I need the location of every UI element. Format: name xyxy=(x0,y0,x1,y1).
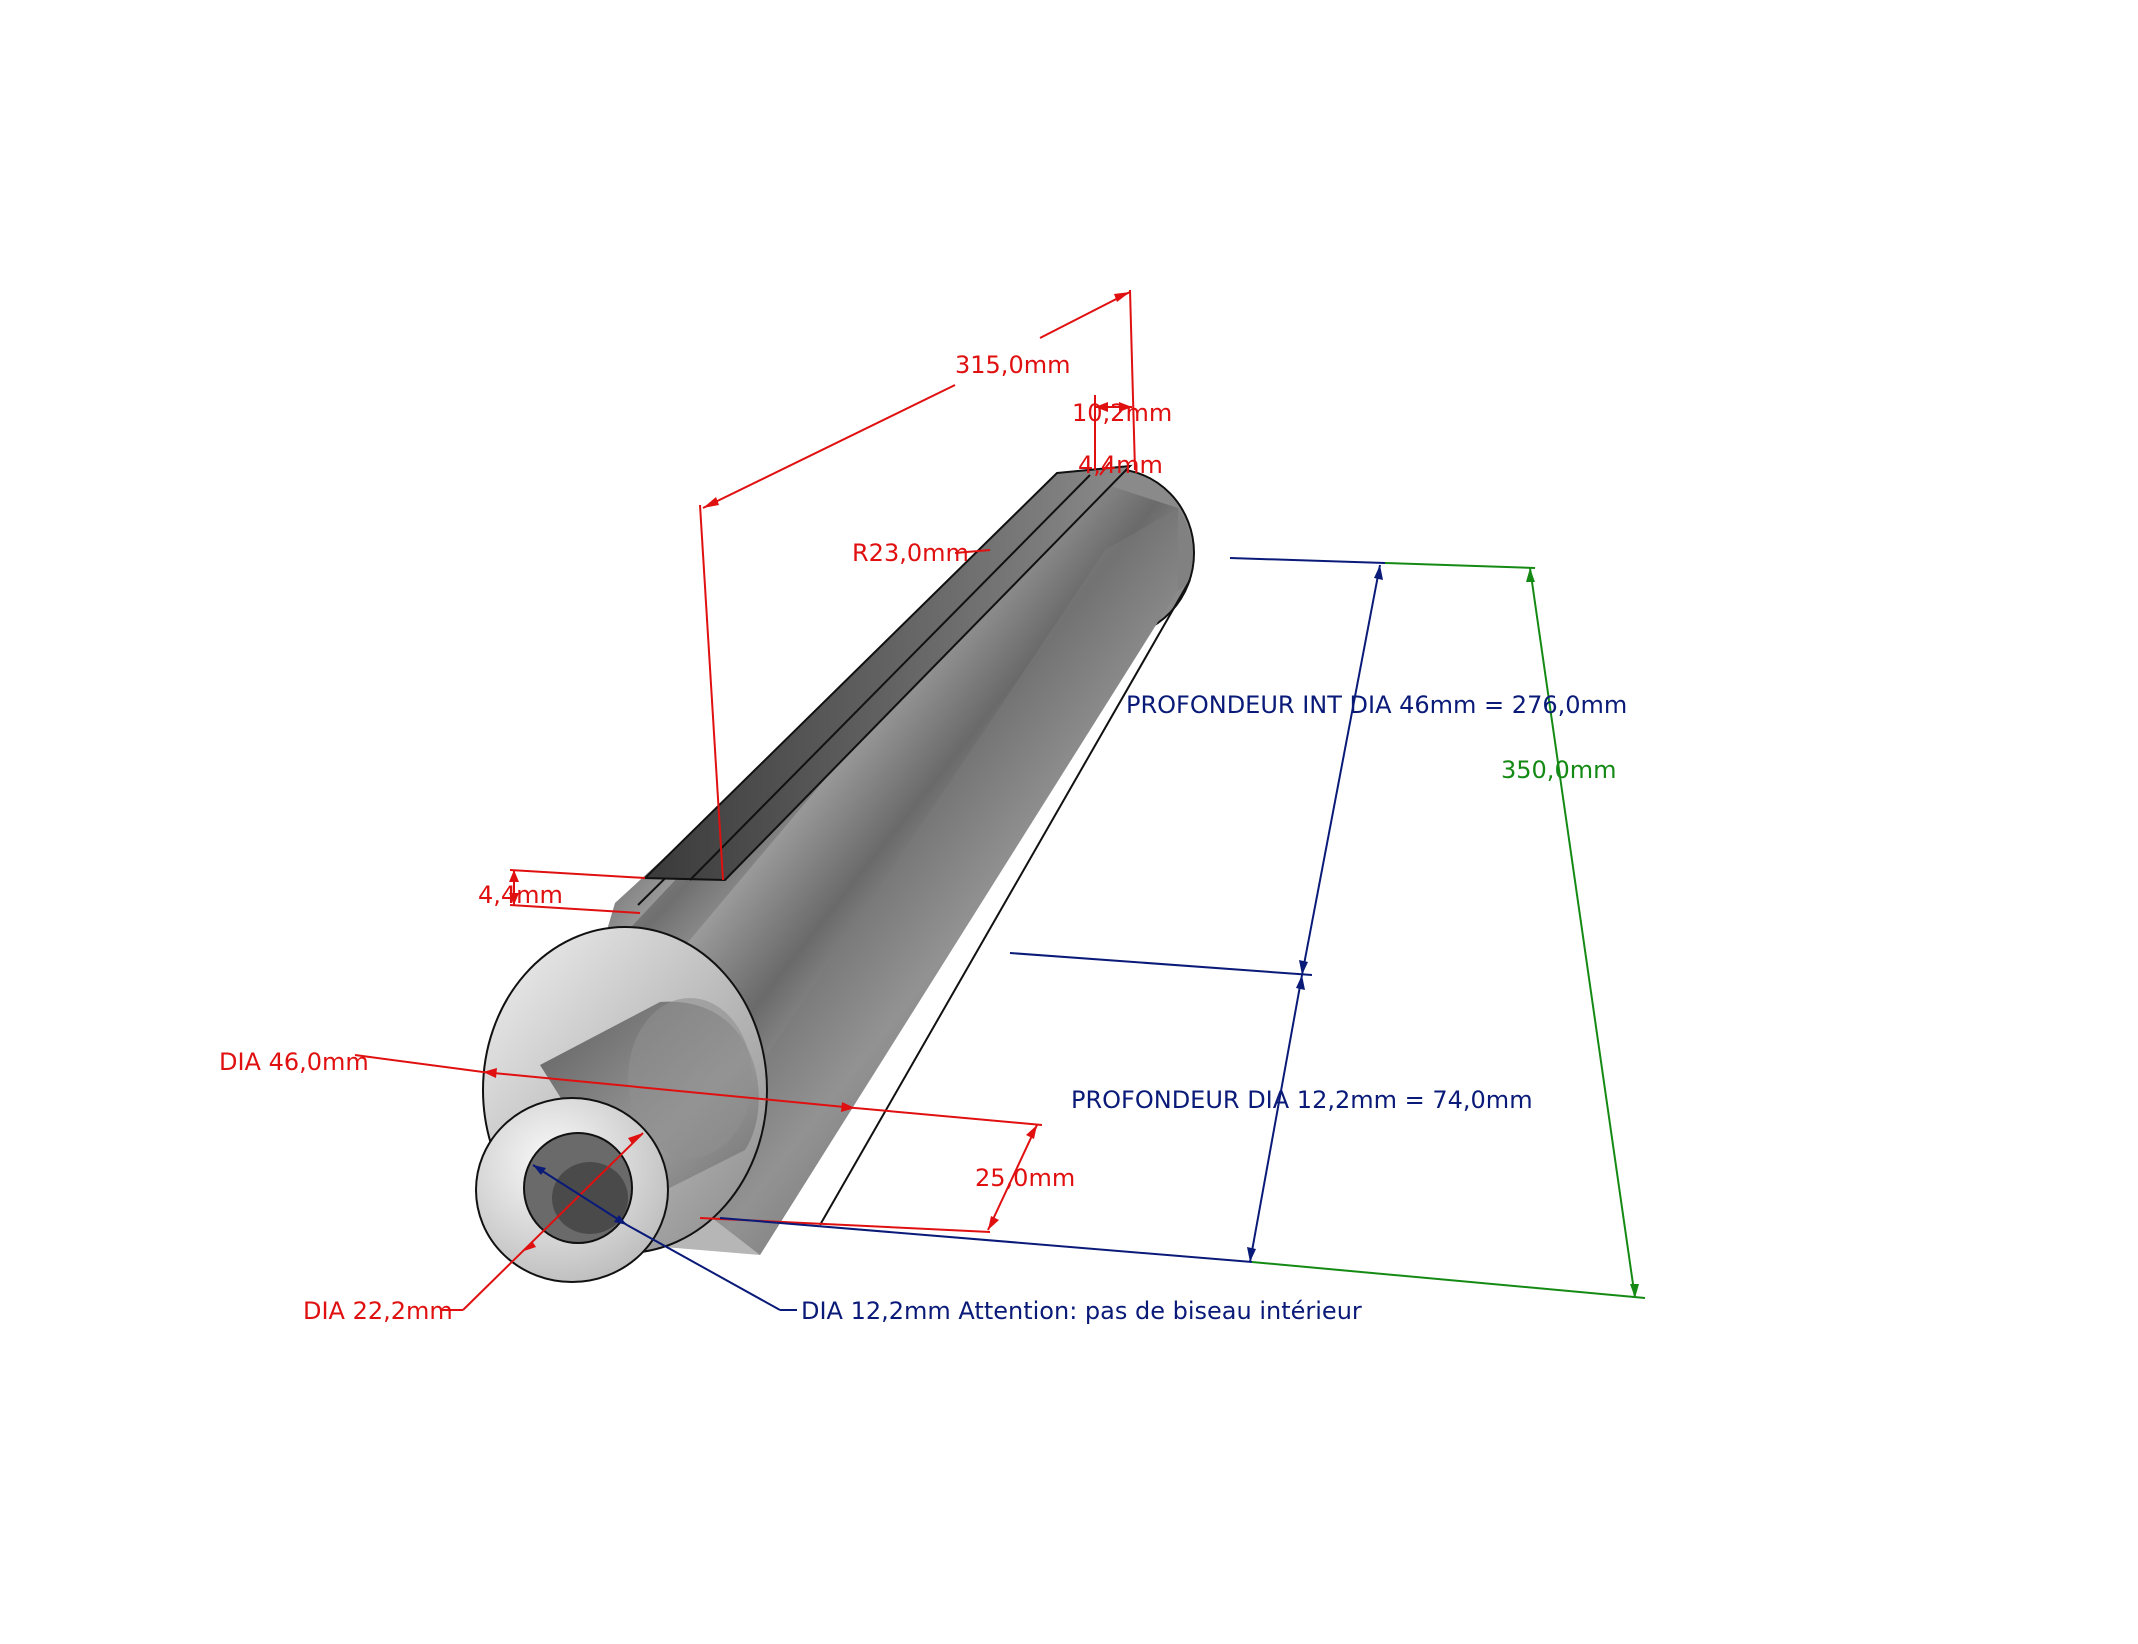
label-depth-int-46: PROFONDEUR INT DIA 46mm = 276,0mm xyxy=(1126,691,1627,719)
label-slot-depth-front: 4,4mm xyxy=(478,881,563,909)
label-depth-12: PROFONDEUR DIA 12,2mm = 74,0mm xyxy=(1071,1086,1533,1114)
main-cylinder xyxy=(475,464,1195,1283)
blue-dimensions xyxy=(532,557,1386,1311)
green-dimensions xyxy=(1251,562,1646,1299)
label-overall-length: 350,0mm xyxy=(1501,756,1616,784)
label-slot-width: 10,2mm xyxy=(1072,399,1172,427)
label-total-length: 315,0mm xyxy=(955,351,1070,379)
label-slot-depth-top: 4,4mm xyxy=(1078,451,1163,479)
label-tube-diameter: DIA 22,2mm xyxy=(303,1297,453,1325)
label-shoulder-length: 25,0mm xyxy=(975,1164,1075,1192)
label-radius: R23,0mm xyxy=(852,539,969,567)
label-outer-diameter: DIA 46,0mm xyxy=(219,1048,369,1076)
label-bore-note: DIA 12,2mm Attention: pas de biseau inté… xyxy=(801,1297,1362,1325)
